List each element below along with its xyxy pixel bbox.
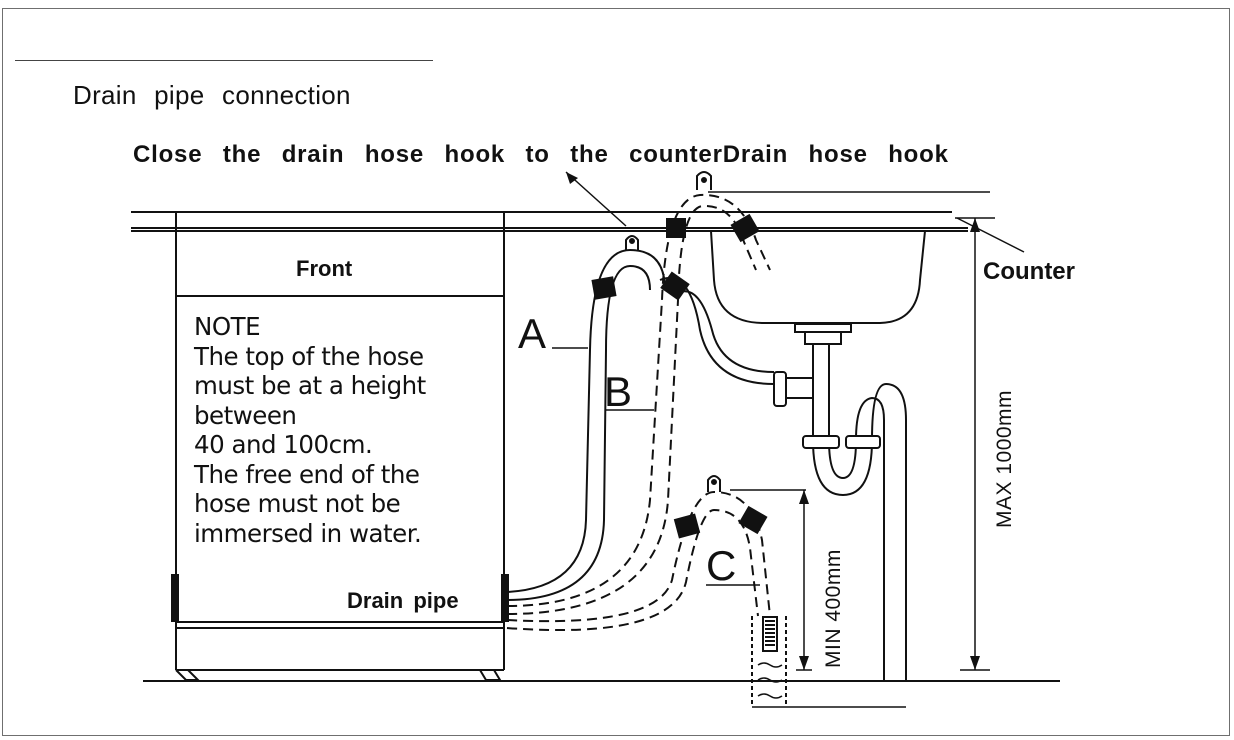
note-heading: NOTE: [194, 312, 261, 341]
min-height-label: MIN 400mm: [822, 549, 845, 668]
diagram-title: Drain pipe connection: [73, 80, 351, 110]
note-line: The top of the hose: [194, 341, 424, 371]
hook-a: [625, 235, 639, 250]
siphon-trap: [773, 344, 907, 681]
option-a-label: A: [518, 310, 547, 357]
note-line: between: [194, 400, 297, 430]
leader-lines: [552, 171, 1025, 586]
max-height-label: MAX 1000mm: [993, 389, 1016, 528]
hook-c: [707, 475, 721, 492]
counter-top: [131, 211, 968, 232]
hose-clamps: [591, 213, 768, 539]
hook-b: [696, 171, 712, 190]
standpipe: [751, 616, 906, 708]
note-line: immersed in water.: [194, 518, 422, 548]
note-line: The free end of the: [194, 459, 420, 489]
hose-route-b: [506, 193, 771, 615]
hose-route-a: [506, 248, 666, 601]
title-rule: [15, 60, 433, 61]
drain-pipe-label: Drain pipe: [347, 588, 459, 613]
hook-instruction-label: Close the drain hose hook to the counter…: [133, 141, 949, 169]
dimension-lines: [730, 217, 995, 671]
note-line: must be at a height: [194, 371, 426, 400]
note-block: NOTE The top of the hose must be at a he…: [194, 312, 494, 548]
diagram-frame: [2, 8, 1230, 736]
note-line: 40 and 100cm.: [194, 430, 373, 459]
option-b-label: B: [604, 368, 633, 415]
dimension-arrows: [566, 172, 980, 670]
counter-label: Counter: [983, 258, 1075, 285]
sink-bowl: [710, 230, 926, 345]
dishwasher: [171, 213, 509, 681]
hook-instruction-text: Close the drain hose hook to the counter: [133, 141, 723, 168]
option-c-label: C: [706, 542, 737, 589]
drain-hose-hook-text: Drain hose hook: [722, 141, 949, 168]
front-label: Front: [296, 256, 353, 281]
note-line: hose must not be: [194, 489, 401, 518]
